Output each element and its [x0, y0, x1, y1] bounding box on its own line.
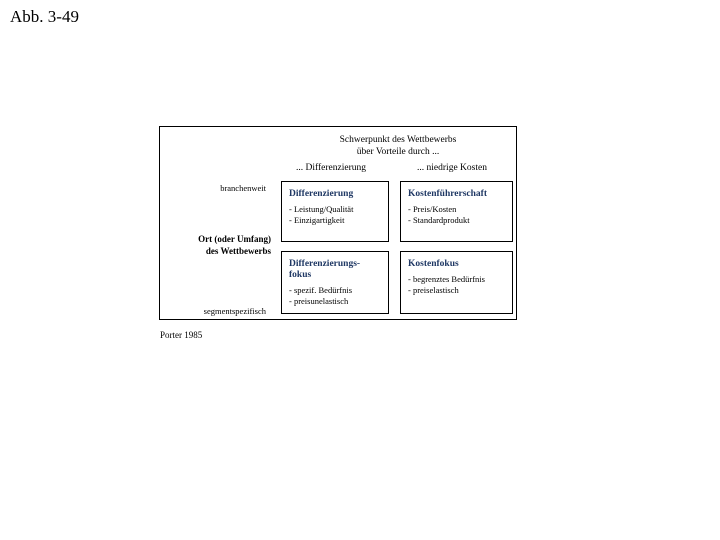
column-caption-niedrige-kosten: ... niedrige Kosten	[417, 163, 487, 173]
list-item: - begrenztes Bedürfnis	[408, 274, 485, 284]
figure-frame: Schwerpunkt des Wettbewerbs über Vorteil…	[159, 126, 517, 320]
source-citation: Porter 1985	[160, 330, 203, 340]
list-item: - preisunelastisch	[289, 296, 349, 306]
cell-bullet-list: - Preis/Kosten - Standardprodukt	[408, 204, 512, 226]
matrix-header-line-1: Schwerpunkt des Wettbewerbs	[339, 135, 457, 145]
list-item: - preiselastisch	[408, 285, 459, 295]
cell-bullet-list: - spezif. Bedürfnis - preisunelastisch	[289, 285, 388, 307]
list-item: - Standardprodukt	[408, 215, 470, 225]
cell-title: Kostenfokus	[408, 259, 459, 269]
row-caption-segmentspezifisch: segmentspezifisch	[203, 306, 266, 316]
matrix-cell-kostenfuehrerschaft: Kostenführerschaft - Preis/Kosten - Stan…	[400, 181, 513, 242]
matrix-cell-differenzierungsfokus: Differenzierungs- fokus - spezif. Bedürf…	[281, 251, 389, 314]
cell-title: Differenzierung	[289, 189, 354, 199]
row-caption-branchenweit: branchenweit	[220, 183, 266, 193]
list-item: - Leistung/Qualität	[289, 204, 354, 214]
page-title: Abb. 3-49	[10, 7, 79, 26]
axis-label-line-1: Ort (oder Umfang)	[198, 234, 271, 244]
matrix-header: Schwerpunkt des Wettbewerbs über Vorteil…	[280, 135, 516, 158]
cell-bullet-list: - begrenztes Bedürfnis - preiselastisch	[408, 274, 512, 296]
list-item: - Einzigartigkeit	[289, 215, 345, 225]
list-item: - spezif. Bedürfnis	[289, 285, 353, 295]
cell-bullet-list: - Leistung/Qualität - Einzigartigkeit	[289, 204, 388, 226]
matrix-cell-kostenfokus: Kostenfokus - begrenztes Bedürfnis - pre…	[400, 251, 513, 314]
axis-label-line-2: des Wettbewerbs	[205, 245, 271, 256]
list-item: - Preis/Kosten	[408, 204, 457, 214]
cell-title: Kostenführerschaft	[408, 189, 487, 199]
cell-title: Differenzierungs- fokus	[289, 259, 361, 280]
matrix-cell-differenzierung: Differenzierung - Leistung/Qualität - Ei…	[281, 181, 389, 242]
column-caption-differenzierung: ... Differenzierung	[296, 163, 366, 173]
matrix-header-line-2: über Vorteile durch ...	[356, 146, 440, 157]
axis-label-ort-des-wettbewerbs: Ort (oder Umfang) des Wettbewerbs	[121, 234, 271, 257]
